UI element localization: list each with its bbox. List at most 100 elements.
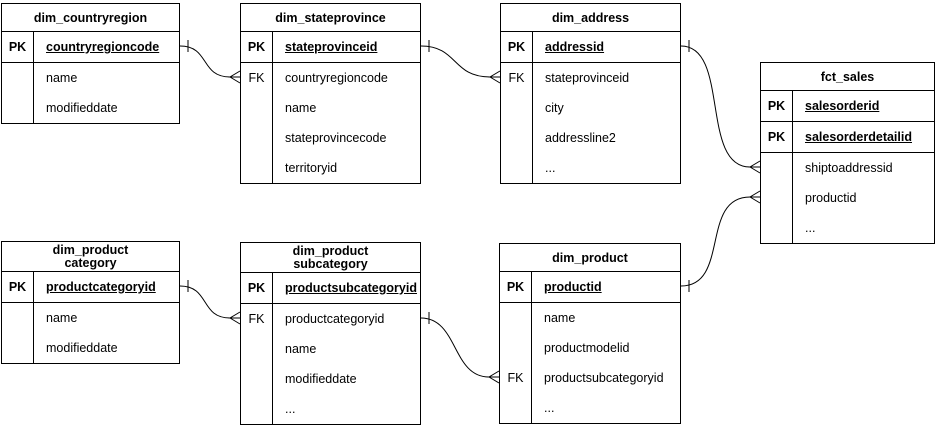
key-badge <box>241 93 273 123</box>
pk-badge: PK <box>2 272 34 302</box>
pk-badge: PK <box>500 272 532 302</box>
cardinality-many-marker <box>748 160 761 174</box>
pk-column-name: salesorderdetailid <box>805 130 912 144</box>
key-badge <box>761 213 793 243</box>
column-name: city <box>545 101 564 115</box>
column-name: productmodelid <box>544 341 630 355</box>
column-name: productsubcategoryid <box>544 371 664 385</box>
column-name: name <box>285 101 317 115</box>
fk-badge: FK <box>241 304 273 334</box>
key-badge <box>501 93 533 123</box>
column-row: name <box>500 303 680 333</box>
pk-row: PK productid <box>500 272 680 303</box>
column-name: productid <box>805 191 857 205</box>
pk-column-name: productsubcategoryid <box>285 281 417 295</box>
pk-row: PK stateprovinceid <box>241 32 420 63</box>
pk-row: PK productsubcategoryid <box>241 273 420 304</box>
pk-row: PK addressid <box>501 32 680 63</box>
column-name: modifieddate <box>285 372 357 386</box>
column-row: shiptoaddressid <box>761 153 934 183</box>
key-badge <box>500 303 532 333</box>
column-row: productid <box>761 183 934 213</box>
column-name: modifieddate <box>46 341 118 355</box>
column-name: shiptoaddressid <box>805 161 893 175</box>
column-row: name <box>241 93 420 123</box>
connector-wire <box>680 196 751 287</box>
column-row: modifieddate <box>2 93 179 123</box>
table-dim-stateprovince[interactable]: dim_stateprovince PK stateprovinceid FK … <box>240 3 421 184</box>
column-name: name <box>46 71 78 85</box>
pk-column-name: productid <box>544 280 602 294</box>
column-name: ... <box>285 402 296 416</box>
connector-wire <box>420 45 491 78</box>
key-badge <box>500 333 532 363</box>
column-row: addressline2 <box>501 123 680 153</box>
cardinality-many-marker <box>487 370 500 384</box>
key-badge <box>241 334 273 364</box>
column-name: name <box>544 311 576 325</box>
table-dim-product[interactable]: dim_product PK productid name productmod… <box>499 243 681 424</box>
connector-productcategory-productsubcategory[interactable] <box>179 280 241 325</box>
table-dim-countryregion[interactable]: dim_countryregion PK countryregioncode n… <box>1 3 180 124</box>
key-badge <box>2 93 34 123</box>
column-name: territoryid <box>285 161 338 175</box>
column-name: ... <box>805 221 816 235</box>
column-name: addressline2 <box>545 131 616 145</box>
key-badge <box>2 333 34 363</box>
table-dim-productcategory[interactable]: dim_product category PK productcategoryi… <box>1 241 180 364</box>
pk-column-name: addressid <box>545 40 605 54</box>
column-name: ... <box>545 161 556 175</box>
column-row: name <box>2 63 179 93</box>
key-badge <box>241 123 273 153</box>
column-row: city <box>501 93 680 123</box>
key-badge <box>241 364 273 394</box>
pk-badge: PK <box>241 32 273 62</box>
key-badge <box>501 153 533 183</box>
connector-address-fctsales[interactable] <box>680 40 761 174</box>
connector-product-fctsales[interactable] <box>680 190 761 292</box>
connector-stateprovince-address[interactable] <box>420 40 501 84</box>
pk-column-name: salesorderid <box>805 99 880 113</box>
key-badge <box>2 303 34 333</box>
column-row: FK productsubcategoryid <box>500 363 680 393</box>
key-badge <box>500 393 532 423</box>
column-row: FK stateprovinceid <box>501 63 680 93</box>
pk-badge: PK <box>241 273 273 303</box>
key-badge <box>2 63 34 93</box>
table-dim-productsubcategory[interactable]: dim_product subcategory PK productsubcat… <box>240 242 421 425</box>
fk-badge: FK <box>501 63 533 93</box>
table-fct-sales[interactable]: fct_sales PK salesorderid PK salesorderd… <box>760 62 935 244</box>
column-row: name <box>2 303 179 333</box>
column-name: stateprovincecode <box>285 131 387 145</box>
column-row: ... <box>500 393 680 423</box>
column-name: ... <box>544 401 555 415</box>
column-row: territoryid <box>241 153 420 183</box>
connector-countryregion-stateprovince[interactable] <box>179 40 241 84</box>
table-title: dim_stateprovince <box>241 4 420 32</box>
column-name: productcategoryid <box>285 312 385 326</box>
pk-column-name: stateprovinceid <box>285 40 378 54</box>
cardinality-many-marker <box>228 311 241 325</box>
column-row: ... <box>501 153 680 183</box>
key-badge <box>241 394 273 424</box>
table-title: dim_product subcategory <box>241 243 420 273</box>
column-row: productmodelid <box>500 333 680 363</box>
column-row: stateprovincecode <box>241 123 420 153</box>
column-row: FK productcategoryid <box>241 304 420 334</box>
pk-badge: PK <box>761 91 793 121</box>
column-row: ... <box>761 213 934 243</box>
connector-productsubcategory-product[interactable] <box>420 312 500 384</box>
column-name: modifieddate <box>46 101 118 115</box>
column-name: countryregioncode <box>285 71 388 85</box>
pk-column-name: productcategoryid <box>46 280 156 294</box>
table-dim-address[interactable]: dim_address PK addressid FK stateprovinc… <box>500 3 681 184</box>
pk-row: PK salesorderdetailid <box>761 122 934 153</box>
table-title: dim_address <box>501 4 680 32</box>
key-badge <box>241 153 273 183</box>
pk-row: PK productcategoryid <box>2 272 179 303</box>
column-row: modifieddate <box>2 333 179 363</box>
key-badge <box>761 183 793 213</box>
column-name: stateprovinceid <box>545 71 630 85</box>
table-title: dim_product category <box>2 242 179 272</box>
